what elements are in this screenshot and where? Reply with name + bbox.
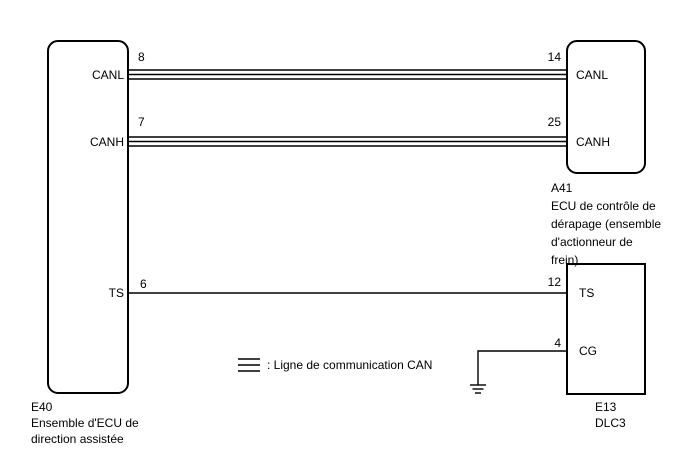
ground-icon xyxy=(470,384,486,394)
wire-canl xyxy=(128,69,567,80)
can-line-legend-icon xyxy=(238,358,260,372)
e40-name-line-2: direction assistée xyxy=(31,432,124,446)
e13-pin-cg-label: CG xyxy=(579,344,597,358)
e40-name-line-1: Ensemble d'ECU de xyxy=(31,416,139,430)
e13-name-line-1: DLC3 xyxy=(595,416,626,430)
a41-name-line-4: frein) xyxy=(551,253,578,267)
pin-number-7: 7 xyxy=(138,115,145,129)
e40-pin-ts-label: TS xyxy=(109,286,124,300)
wire-canh xyxy=(128,136,567,147)
pin-number-8: 8 xyxy=(138,50,145,64)
a41-id-label: A41 xyxy=(551,181,573,195)
a41-pin-canh-label: CANH xyxy=(576,135,610,149)
pin-number-12: 12 xyxy=(548,275,562,289)
dlc3-e13-block xyxy=(566,263,646,395)
a41-name-line-2: dérapage (ensemble xyxy=(551,217,661,231)
pin-number-4: 4 xyxy=(554,336,561,350)
a41-name-line-3: d'actionneur de xyxy=(551,235,633,249)
a41-pin-canl-label: CANL xyxy=(576,68,608,82)
e40-pin-canl-label: CANL xyxy=(92,68,124,82)
wire-cg xyxy=(477,350,567,385)
ecu-e40-block xyxy=(47,40,129,394)
e40-pin-canh-label: CANH xyxy=(90,135,124,149)
pin-number-6: 6 xyxy=(140,277,147,291)
e13-pin-ts-label: TS xyxy=(579,286,594,300)
a41-name-line-1: ECU de contrôle de xyxy=(551,199,656,213)
legend-text: : Ligne de communication CAN xyxy=(267,358,432,372)
ecu-a41-block xyxy=(566,40,646,174)
pin-number-14: 14 xyxy=(548,50,562,64)
pin-number-25: 25 xyxy=(548,115,562,129)
e13-id-label: E13 xyxy=(595,400,617,414)
e40-id-label: E40 xyxy=(31,400,53,414)
